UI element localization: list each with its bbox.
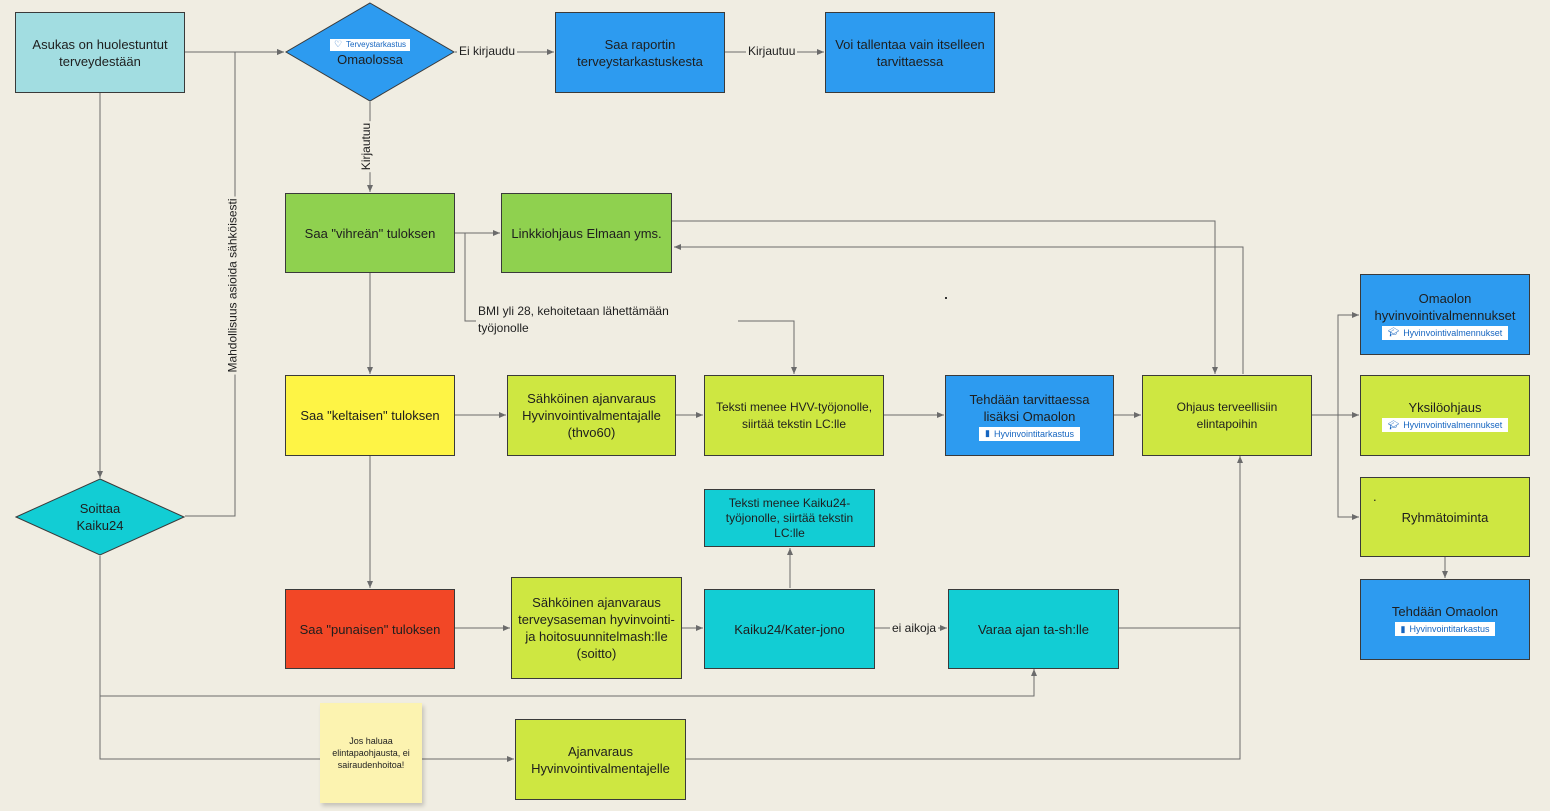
sticky-note[interactable]: Jos haluaa elintapaohjausta, ei sairaude… (320, 703, 422, 803)
traffic-light-icon: ▮ (1400, 623, 1406, 634)
ohjaus-text: Ohjaus terveellisiin elintapoihin (1176, 399, 1278, 431)
omaolon-valm-text: Omaolon hyvinvointivalmennukset (1374, 290, 1516, 323)
teksti-hvv-text: Teksti menee HVV-työjonolle, siirtää tek… (715, 399, 873, 431)
kirjautuu-down-label: Kirjautuu (358, 120, 376, 173)
vihrea-node[interactable]: Saa "vihreän" tuloksen (285, 193, 455, 273)
graduation-cap-icon: 🎓︎ (1387, 419, 1400, 430)
graduation-cap-icon: 🎓︎ (1387, 327, 1400, 337)
omaolo-decision[interactable]: ♡Terveystarkastus Omaolossa (285, 2, 455, 102)
sahkoinen-ts-node[interactable]: Sähköinen ajanvaraus terveysaseman hyvin… (511, 577, 682, 679)
heart-icon: ♡ (333, 39, 343, 49)
hyvinvointitarkastus-badge: ▮Hyvinvointitarkastus (979, 426, 1080, 441)
teksti-kaiku-text: Teksti menee Kaiku24-työjonolle, siirtää… (725, 495, 854, 540)
sahkoinen-hvv-text: Sähköinen ajanvaraus Hyvinvointivalmenta… (522, 391, 661, 440)
ohjaus-node[interactable]: Ohjaus terveellisiin elintapoihin (1142, 375, 1312, 456)
hyvinvointitarkastus-badge: ▮Hyvinvointitarkastus (1394, 622, 1496, 636)
yksilo-text: Yksilöohjaus (1408, 400, 1482, 415)
terveystarkastus-badge: ♡Terveystarkastus (329, 38, 411, 51)
traffic-light-icon: ▮ (985, 428, 990, 438)
diamond-shape (15, 478, 185, 556)
kaiku-jono-text: Kaiku24/Kater-jono (734, 621, 845, 637)
tehdaan-lisaksi-text: Tehdään tarvittaessa lisäksi Omaolon (969, 391, 1090, 424)
tehdaan-omaolon-text: Tehdään Omaolon (1391, 604, 1499, 619)
ryhma-node[interactable]: . Ryhmätoiminta (1360, 477, 1530, 557)
tehdaan-lisaksi-node[interactable]: Tehdään tarvittaessa lisäksi Omaolon ▮Hy… (945, 375, 1114, 456)
asukas-text: Asukas on huolestuntut terveydestään (32, 36, 168, 69)
stray-dot (945, 297, 947, 299)
ei-aikoja-label: ei aikoja (890, 620, 939, 637)
hyvinvointivalmennukset-badge: 🎓︎Hyvinvointivalmennukset (1381, 325, 1509, 340)
punainen-text: Saa "punaisen" tuloksen (299, 621, 441, 637)
mahdollisuus-label: Mahdollisuus asioida sähköisesti (224, 196, 242, 375)
omaolon-valm-node[interactable]: Omaolon hyvinvointivalmennukset 🎓︎Hyvinv… (1360, 274, 1530, 355)
bmi-label: BMI yli 28, kehoitetaan lähettämään työj… (476, 303, 695, 337)
sahkoinen-hvv-node[interactable]: Sähköinen ajanvaraus Hyvinvointivalmenta… (507, 375, 676, 456)
sticky-note-text: Jos haluaa elintapaohjausta, ei sairaude… (332, 736, 410, 770)
keltainen-text: Saa "keltaisen" tuloksen (300, 408, 440, 423)
linkki-node[interactable]: Linkkiohjaus Elmaan yms. (501, 193, 672, 273)
diamond-shape (285, 2, 455, 102)
ajanvaraus-hvv-node[interactable]: Ajanvaraus Hyvinvointivalmentajelle (515, 719, 686, 800)
soittaa-decision[interactable]: Soittaa Kaiku24 (15, 478, 185, 556)
varaa-node[interactable]: Varaa ajan ta-sh:lle (948, 589, 1119, 669)
teksti-kaiku-node[interactable]: Teksti menee Kaiku24-työjonolle, siirtää… (704, 489, 875, 547)
raportti-text: Saa raportin terveystarkastuskesta (577, 36, 703, 69)
soittaa-text: Soittaa Kaiku24 (76, 501, 124, 533)
ajanvaraus-hvv-text: Ajanvaraus Hyvinvointivalmentajelle (531, 743, 670, 776)
hyvinvointivalmennukset-badge: 🎓︎Hyvinvointivalmennukset (1381, 418, 1509, 432)
kirjautuu-top-label: Kirjautuu (746, 43, 798, 60)
keltainen-node[interactable]: Saa "keltaisen" tuloksen (285, 375, 455, 456)
linkki-text: Linkkiohjaus Elmaan yms. (511, 225, 662, 241)
ei-kirjaudu-label: Ei kirjaudu (457, 43, 518, 60)
kaiku-jono-node[interactable]: Kaiku24/Kater-jono (704, 589, 875, 669)
omaolo-text: Omaolossa (337, 51, 403, 67)
sahkoinen-ts-text: Sähköinen ajanvaraus terveysaseman hyvin… (518, 595, 675, 661)
varaa-text: Varaa ajan ta-sh:lle (977, 621, 1090, 637)
asukas-node[interactable]: Asukas on huolestuntut terveydestään (15, 12, 185, 93)
yksilo-node[interactable]: Yksilöohjaus 🎓︎Hyvinvointivalmennukset (1360, 375, 1530, 456)
teksti-hvv-node[interactable]: Teksti menee HVV-työjonolle, siirtää tek… (704, 375, 884, 456)
tehdaan-omaolon-node[interactable]: Tehdään Omaolon ▮Hyvinvointitarkastus (1360, 579, 1530, 660)
ryhma-text: Ryhmätoiminta (1401, 509, 1489, 525)
raportti-node[interactable]: Saa raportin terveystarkastuskesta (555, 12, 725, 93)
punainen-node[interactable]: Saa "punaisen" tuloksen (285, 589, 455, 669)
tallentaa-text: Voi tallentaa vain itselleen tarvittaess… (835, 36, 985, 69)
ryhma-mark: . (1373, 489, 1377, 504)
vihrea-text: Saa "vihreän" tuloksen (304, 225, 436, 241)
tallentaa-node[interactable]: Voi tallentaa vain itselleen tarvittaess… (825, 12, 995, 93)
